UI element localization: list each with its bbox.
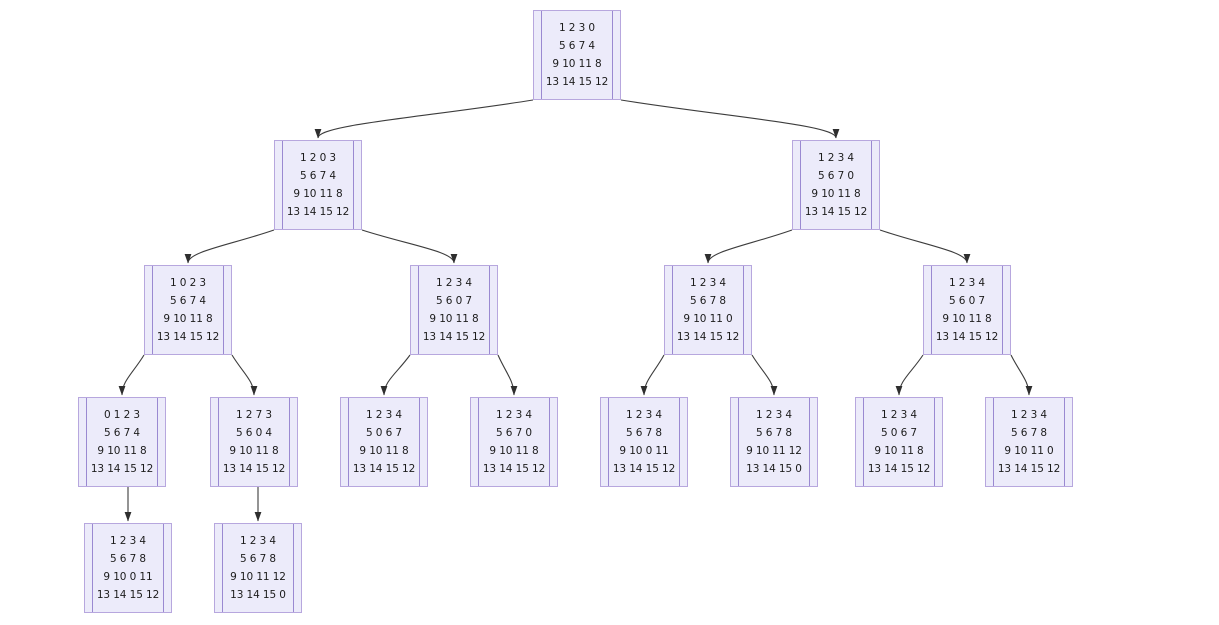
puzzle-node-a2b: 1 2 3 4 5 6 7 0 9 10 11 8 13 14 15 12: [470, 397, 558, 487]
puzzle-node-a1b: 1 2 7 3 5 6 0 4 9 10 11 8 13 14 15 12: [210, 397, 298, 487]
puzzle-node-b: 1 2 3 4 5 6 7 0 9 10 11 8 13 14 15 12: [792, 140, 880, 230]
puzzle-grid-row: 5 6 7 4: [169, 295, 207, 307]
puzzle-grid-row: 5 6 7 8: [239, 553, 277, 565]
puzzle-grid-row: 1 2 3 4: [948, 277, 986, 289]
tree-edge-a1-a1b: [231, 354, 258, 396]
puzzle-grid-row: 13 14 15 12: [867, 463, 931, 475]
puzzle-grid-row: 5 6 0 7: [435, 295, 473, 307]
puzzle-grid-row: 1 2 3 4: [817, 152, 855, 164]
puzzle-grid-row: 9 10 11 8: [552, 58, 602, 70]
tree-edge-a-a1: [184, 229, 275, 264]
puzzle-grid-row: 5 6 0 4: [235, 427, 273, 439]
puzzle-grid-row: 13 14 15 0: [746, 463, 802, 475]
puzzle-grid-row: 5 6 7 4: [103, 427, 141, 439]
tree-edge-root-a: [314, 99, 534, 139]
puzzle-grid-row: 13 14 15 12: [222, 463, 286, 475]
puzzle-grid-row: 1 2 3 4: [495, 409, 533, 421]
puzzle-node-b1b: 1 2 3 4 5 6 7 8 9 10 11 12 13 14 15 0: [730, 397, 818, 487]
puzzle-grid-row: 9 10 11 8: [293, 188, 343, 200]
tree-edge-a2-a2b: [497, 354, 518, 396]
tree-edge-a2-a2a: [380, 354, 411, 396]
tree-edge-a-a2: [361, 229, 458, 264]
puzzle-grid-row: 13 14 15 0: [230, 589, 286, 601]
puzzle-grid-row: 13 14 15 12: [96, 589, 160, 601]
puzzle-grid-row: 5 6 7 8: [625, 427, 663, 439]
puzzle-grid-row: 9 10 11 8: [811, 188, 861, 200]
puzzle-grid-row: 5 6 0 7: [948, 295, 986, 307]
puzzle-node-a1b1: 1 2 3 4 5 6 7 8 9 10 11 12 13 14 15 0: [214, 523, 302, 613]
tree-edge-root-b: [620, 99, 840, 139]
puzzle-grid-row: 13 14 15 12: [935, 331, 999, 343]
puzzle-node-a2: 1 2 3 4 5 6 0 7 9 10 11 8 13 14 15 12: [410, 265, 498, 355]
puzzle-grid-row: 9 10 11 12: [746, 445, 802, 457]
puzzle-grid-row: 13 14 15 12: [90, 463, 154, 475]
puzzle-grid-row: 13 14 15 12: [482, 463, 546, 475]
puzzle-grid-row: 9 10 11 8: [359, 445, 409, 457]
puzzle-grid-row: 13 14 15 12: [545, 76, 609, 88]
puzzle-grid-row: 5 6 7 4: [299, 170, 337, 182]
puzzle-grid-row: 9 10 11 0: [683, 313, 733, 325]
puzzle-grid-row: 9 10 11 8: [429, 313, 479, 325]
puzzle-grid-row: 5 6 7 8: [755, 427, 793, 439]
puzzle-grid-row: 1 2 3 4: [625, 409, 663, 421]
tree-edge-a1-a1a: [118, 354, 145, 396]
puzzle-grid-row: 1 2 0 3: [299, 152, 337, 164]
puzzle-grid-row: 1 2 7 3: [235, 409, 273, 421]
puzzle-grid-row: 5 0 6 7: [365, 427, 403, 439]
puzzle-grid-row: 13 14 15 12: [997, 463, 1061, 475]
puzzle-grid-row: 5 6 7 4: [558, 40, 596, 52]
puzzle-grid-row: 9 10 0 11: [103, 571, 153, 583]
puzzle-node-b2b: 1 2 3 4 5 6 7 8 9 10 11 0 13 14 15 12: [985, 397, 1073, 487]
puzzle-grid-row: 1 2 3 4: [435, 277, 473, 289]
puzzle-grid-row: 13 14 15 12: [286, 206, 350, 218]
puzzle-grid-row: 1 0 2 3: [169, 277, 207, 289]
tree-edge-b-b1: [704, 229, 793, 264]
puzzle-grid-row: 13 14 15 12: [156, 331, 220, 343]
puzzle-grid-row: 1 2 3 0: [558, 22, 596, 34]
puzzle-grid-row: 5 6 7 8: [689, 295, 727, 307]
puzzle-grid-row: 1 2 3 4: [689, 277, 727, 289]
puzzle-grid-row: 5 6 7 0: [817, 170, 855, 182]
tree-edge-b2-b2b: [1010, 354, 1033, 396]
puzzle-grid-row: 5 6 7 8: [1010, 427, 1048, 439]
puzzle-grid-row: 1 2 3 4: [880, 409, 918, 421]
puzzle-grid-row: 9 10 11 0: [1004, 445, 1054, 457]
puzzle-grid-row: 9 10 11 12: [230, 571, 286, 583]
puzzle-grid-row: 1 2 3 4: [239, 535, 277, 547]
puzzle-grid-row: 1 2 3 4: [109, 535, 147, 547]
puzzle-grid-row: 13 14 15 12: [676, 331, 740, 343]
puzzle-grid-row: 1 2 3 4: [755, 409, 793, 421]
tree-edge-b1-b1b: [751, 354, 778, 396]
puzzle-node-a1: 1 0 2 3 5 6 7 4 9 10 11 8 13 14 15 12: [144, 265, 232, 355]
puzzle-grid-row: 9 10 11 8: [97, 445, 147, 457]
tree-edge-b-b2: [879, 229, 971, 264]
puzzle-grid-row: 5 6 7 0: [495, 427, 533, 439]
puzzle-grid-row: 13 14 15 12: [352, 463, 416, 475]
puzzle-grid-row: 5 6 7 8: [109, 553, 147, 565]
puzzle-node-a2a: 1 2 3 4 5 0 6 7 9 10 11 8 13 14 15 12: [340, 397, 428, 487]
puzzle-grid-row: 9 10 11 8: [229, 445, 279, 457]
puzzle-grid-row: 9 10 11 8: [942, 313, 992, 325]
puzzle-grid-row: 13 14 15 12: [804, 206, 868, 218]
puzzle-node-b2: 1 2 3 4 5 6 0 7 9 10 11 8 13 14 15 12: [923, 265, 1011, 355]
puzzle-node-root: 1 2 3 0 5 6 7 4 9 10 11 8 13 14 15 12: [533, 10, 621, 100]
puzzle-grid-row: 9 10 11 8: [163, 313, 213, 325]
puzzle-grid-row: 9 10 0 11: [619, 445, 669, 457]
tree-edge-b2-b2a: [895, 354, 924, 396]
puzzle-node-a1a: 0 1 2 3 5 6 7 4 9 10 11 8 13 14 15 12: [78, 397, 166, 487]
tree-edge-b1-b1a: [640, 354, 665, 396]
puzzle-node-a: 1 2 0 3 5 6 7 4 9 10 11 8 13 14 15 12: [274, 140, 362, 230]
puzzle-node-b1a: 1 2 3 4 5 6 7 8 9 10 0 11 13 14 15 12: [600, 397, 688, 487]
puzzle-grid-row: 1 2 3 4: [1010, 409, 1048, 421]
puzzle-grid-row: 9 10 11 8: [874, 445, 924, 457]
puzzle-grid-row: 5 0 6 7: [880, 427, 918, 439]
puzzle-node-b2a: 1 2 3 4 5 0 6 7 9 10 11 8 13 14 15 12: [855, 397, 943, 487]
puzzle-node-a1a1: 1 2 3 4 5 6 7 8 9 10 0 11 13 14 15 12: [84, 523, 172, 613]
puzzle-grid-row: 1 2 3 4: [365, 409, 403, 421]
puzzle-grid-row: 9 10 11 8: [489, 445, 539, 457]
puzzle-grid-row: 13 14 15 12: [422, 331, 486, 343]
puzzle-grid-row: 0 1 2 3: [103, 409, 141, 421]
puzzle-node-b1: 1 2 3 4 5 6 7 8 9 10 11 0 13 14 15 12: [664, 265, 752, 355]
puzzle-grid-row: 13 14 15 12: [612, 463, 676, 475]
